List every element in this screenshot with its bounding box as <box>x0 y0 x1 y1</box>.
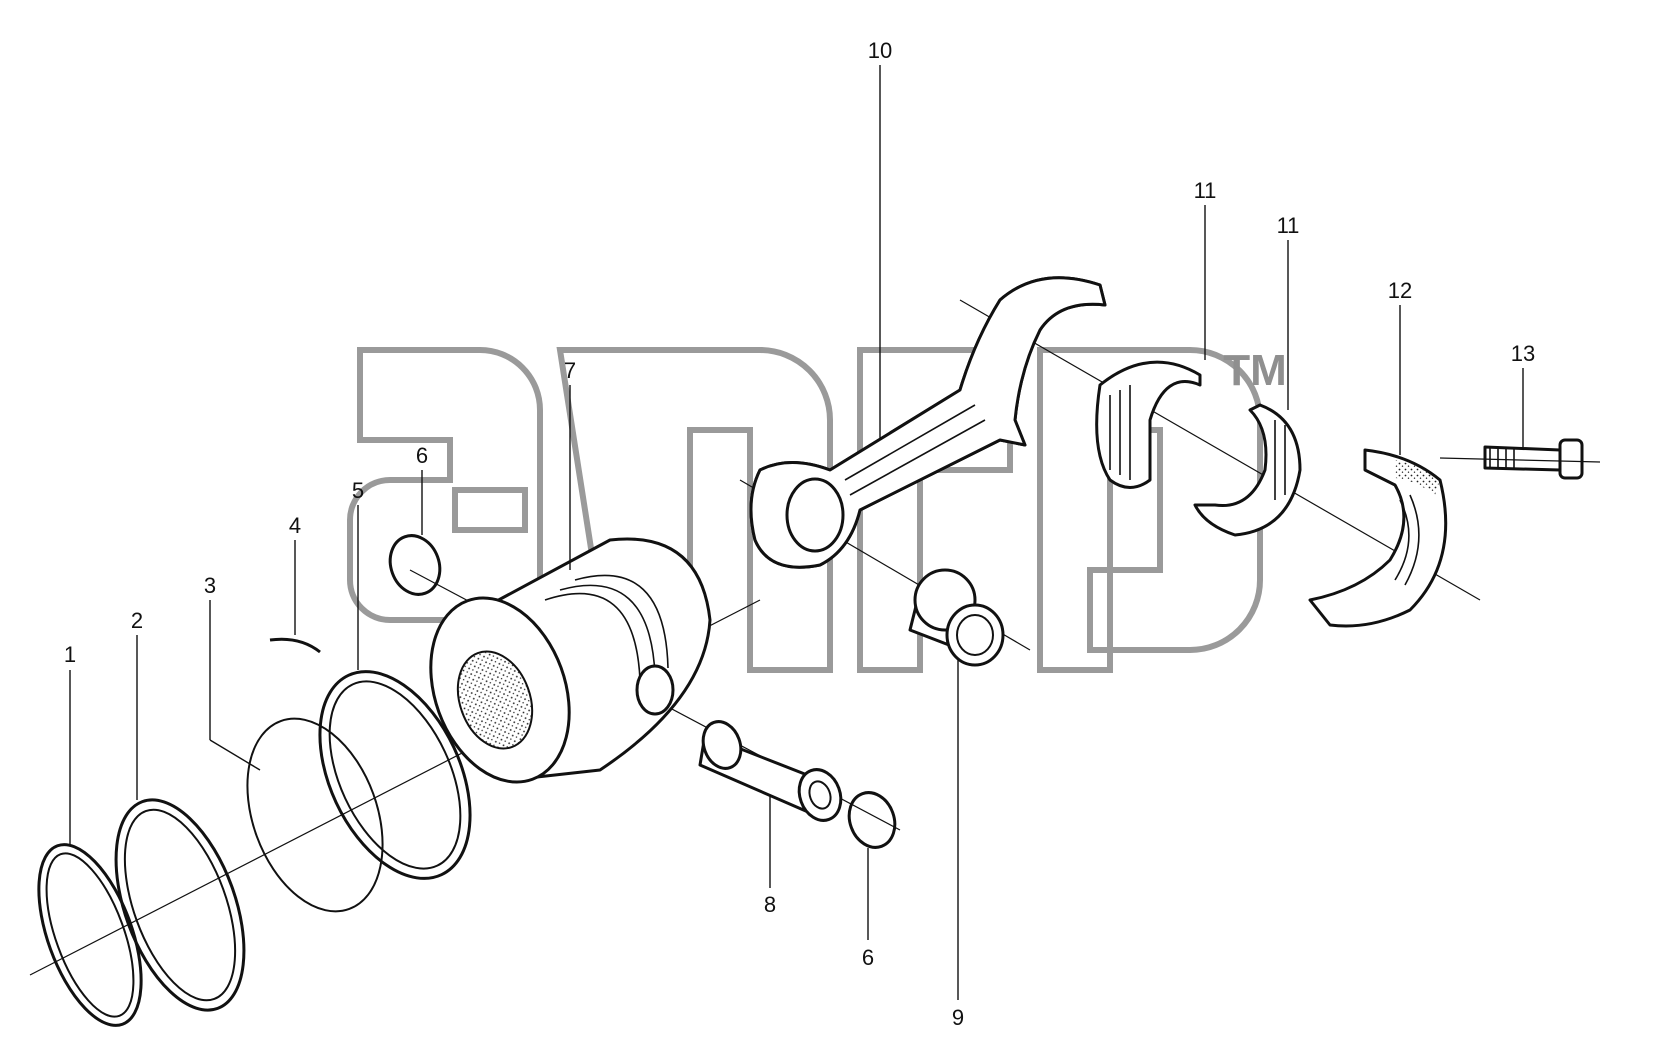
rod-cap-12 <box>1308 448 1448 628</box>
callout-8: 8 <box>764 892 776 917</box>
callout-4: 4 <box>289 513 301 538</box>
piston-7 <box>429 537 712 784</box>
connecting-rod-10 <box>749 276 1107 569</box>
piston-pin-8 <box>698 720 843 822</box>
small-end-bush-9 <box>908 568 1005 667</box>
callout-10: 10 <box>868 38 892 63</box>
callout-11-lower: 11 <box>1277 213 1300 238</box>
callout-1: 1 <box>64 642 76 667</box>
callout-9: 9 <box>952 1005 964 1030</box>
piston-ring-1 <box>37 843 143 1027</box>
callout-3: 3 <box>204 573 216 598</box>
callout-12: 12 <box>1388 278 1412 303</box>
rod-bolt-13 <box>1439 438 1601 480</box>
callout-6-bottom: 6 <box>862 945 874 970</box>
callout-7: 7 <box>564 358 576 383</box>
callout-6-top: 6 <box>416 443 428 468</box>
circlip-6-bottom <box>847 791 897 849</box>
callout-13: 13 <box>1511 341 1535 366</box>
leader-3b <box>209 739 261 771</box>
piston-ring-2 <box>114 798 246 1012</box>
ring-expander-4 <box>269 637 321 654</box>
bearing-shell-11-upper <box>1095 360 1202 489</box>
circlip-6-top <box>388 534 442 596</box>
watermark-tm: TM <box>1223 346 1287 395</box>
callout-2: 2 <box>131 608 143 633</box>
callout-11-upper: 11 <box>1194 178 1217 203</box>
callout-5: 5 <box>352 478 364 503</box>
oil-ring-5 <box>318 670 472 880</box>
bearing-shell-11-lower <box>1193 403 1302 537</box>
assembly-axis-big-end <box>959 299 1481 601</box>
piston-ring-3 <box>246 717 384 913</box>
